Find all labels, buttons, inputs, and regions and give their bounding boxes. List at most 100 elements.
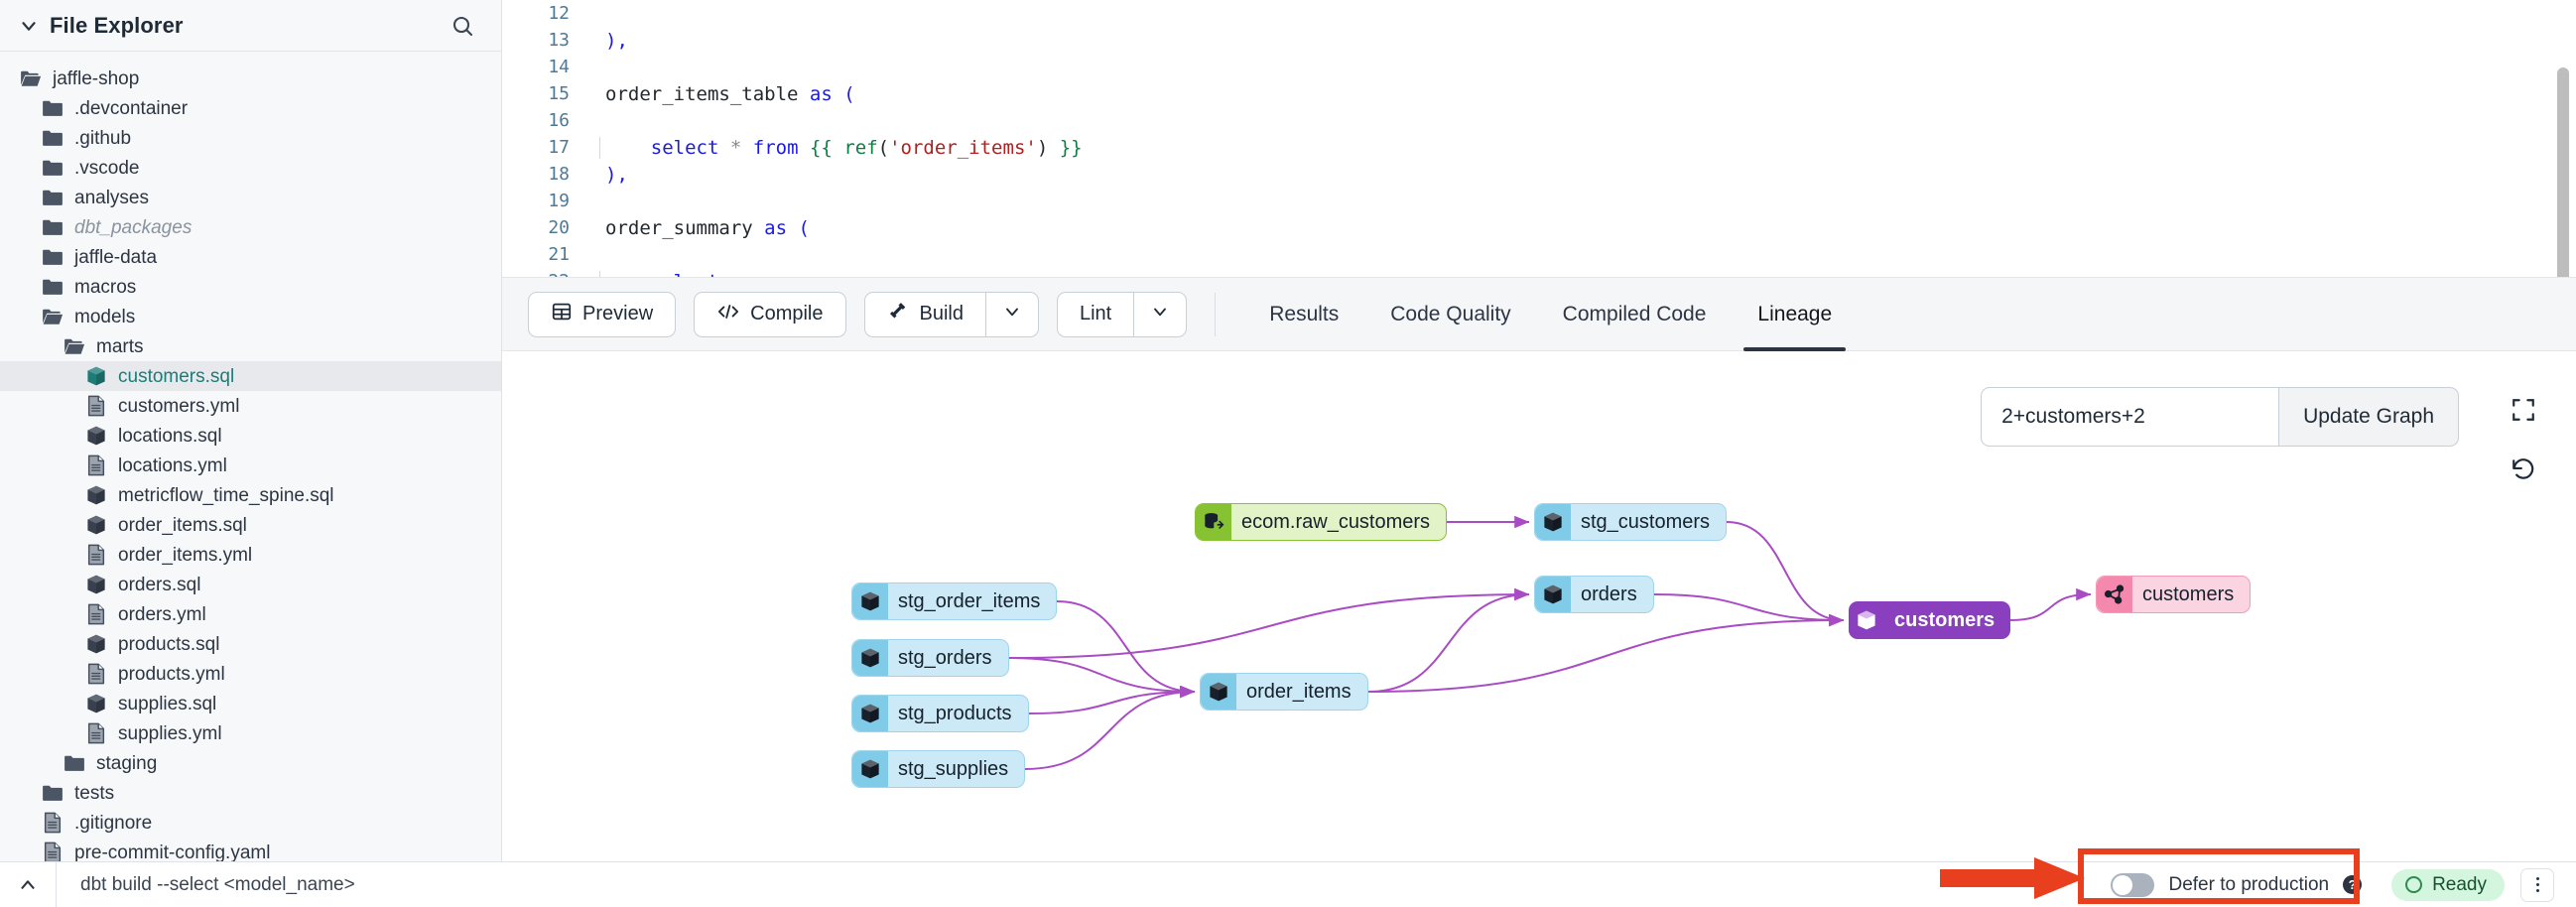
folder-icon	[40, 782, 65, 804]
tab-code-quality[interactable]: Code Quality	[1364, 278, 1536, 351]
search-icon[interactable]	[446, 9, 479, 43]
tree-item-jaffle-data[interactable]: jaffle-data	[0, 242, 501, 272]
hammer-icon	[887, 300, 910, 328]
code-line-text[interactable]: ),	[605, 163, 628, 186]
tree-item-label: supplies.yml	[118, 722, 222, 744]
lineage-node-customers[interactable]: customers	[1849, 601, 2011, 639]
tree-item--github[interactable]: .github	[0, 123, 501, 153]
code-line-text[interactable]: select * from {{ ref('order_items') }}	[591, 136, 1083, 159]
tree-item-marts[interactable]: marts	[0, 331, 501, 361]
tree-item-order-items-sql[interactable]: order_items.sql	[0, 510, 501, 540]
editor-scrollbar[interactable]	[2556, 58, 2570, 277]
code-line-text[interactable]: order_summary as (	[605, 216, 810, 239]
tree-item-pre-commit-config-yaml[interactable]: pre-commit-config.yaml	[0, 838, 501, 861]
tree-item-label: orders.yml	[118, 603, 206, 625]
tree-item-supplies-yml[interactable]: supplies.yml	[0, 718, 501, 748]
code-line-text[interactable]: select	[591, 270, 718, 277]
code-line: 13),	[502, 27, 2576, 54]
folder-icon	[40, 246, 65, 268]
tree-item-supplies-sql[interactable]: supplies.sql	[0, 689, 501, 718]
defer-toggle-switch[interactable]	[2111, 872, 2155, 897]
file-explorer-header: File Explorer	[0, 0, 501, 52]
lineage-node-stg-order-items[interactable]: stg_order_items	[851, 583, 1058, 620]
tree-item-dbt-packages[interactable]: dbt_packages	[0, 212, 501, 242]
tree-item-models[interactable]: models	[0, 302, 501, 331]
tree-item-label: customers.yml	[118, 395, 240, 417]
line-number: 17	[548, 137, 570, 158]
tab-lineage[interactable]: Lineage	[1732, 278, 1858, 351]
tab-compiled-code[interactable]: Compiled Code	[1537, 278, 1733, 351]
tree-item-macros[interactable]: macros	[0, 272, 501, 302]
tree-item-locations-yml[interactable]: locations.yml	[0, 451, 501, 480]
lineage-node-label: ecom.raw_customers	[1241, 511, 1431, 533]
tree-item-jaffle-shop[interactable]: jaffle-shop	[0, 64, 501, 93]
lineage-node-ecom-raw-customers[interactable]: ecom.raw_customers	[1195, 503, 1448, 541]
graph-selector-input[interactable]	[1981, 387, 2279, 447]
code-line-text[interactable]: ),	[605, 29, 628, 52]
line-number: 21	[548, 244, 570, 265]
tree-item-analyses[interactable]: analyses	[0, 183, 501, 212]
help-circle-icon[interactable]: ?	[2343, 875, 2363, 894]
preview-button[interactable]: Preview	[528, 291, 677, 337]
lineage-node-customers-exposure[interactable]: customers	[2096, 576, 2252, 613]
tree-item-label: products.yml	[118, 663, 225, 685]
tree-item--vscode[interactable]: .vscode	[0, 153, 501, 183]
tree-item-orders-yml[interactable]: orders.yml	[0, 599, 501, 629]
line-number: 19	[548, 191, 570, 211]
line-number: 14	[548, 57, 570, 77]
lint-dropdown-button[interactable]	[1133, 291, 1188, 337]
tree-item-label: metricflow_time_spine.sql	[118, 484, 334, 506]
tree-item-label: jaffle-data	[74, 246, 158, 268]
editor-toolbar: Preview Compile Build	[502, 278, 2576, 351]
build-dropdown-button[interactable]	[984, 291, 1039, 337]
expand-icon[interactable]	[2501, 387, 2546, 433]
lineage-node-stg-supplies[interactable]: stg_supplies	[851, 750, 1026, 788]
main-area: File Explorer jaffle-shop .devcontainer .g…	[0, 0, 2576, 861]
more-vertical-icon[interactable]	[2520, 867, 2554, 902]
lineage-node-orders[interactable]: orders	[1534, 576, 1654, 613]
tree-item-tests[interactable]: tests	[0, 778, 501, 808]
lineage-node-stg-orders[interactable]: stg_orders	[851, 639, 1009, 677]
tree-item-order-items-yml[interactable]: order_items.yml	[0, 540, 501, 570]
tree-item-products-yml[interactable]: products.yml	[0, 659, 501, 689]
compile-button[interactable]: Compile	[694, 291, 846, 337]
undo-icon[interactable]	[2501, 447, 2546, 492]
cube-icon	[1849, 601, 1884, 639]
tree-item-customers-sql[interactable]: customers.sql	[0, 361, 501, 391]
build-button[interactable]: Build	[863, 291, 985, 337]
lint-button[interactable]: Lint	[1056, 291, 1134, 337]
line-number: 12	[548, 3, 570, 24]
compile-button-label: Compile	[750, 303, 824, 324]
tree-item--devcontainer[interactable]: .devcontainer	[0, 93, 501, 123]
tree-item-customers-yml[interactable]: customers.yml	[0, 391, 501, 421]
tree-item-label: .devcontainer	[74, 97, 189, 119]
lineage-node-stg-products[interactable]: stg_products	[851, 695, 1029, 732]
tree-item-metricflow-time-spine-sql[interactable]: metricflow_time_spine.sql	[0, 480, 501, 510]
tree-item--gitignore[interactable]: .gitignore	[0, 808, 501, 838]
tree-item-products-sql[interactable]: products.sql	[0, 629, 501, 659]
chevron-down-icon[interactable]	[16, 13, 42, 39]
lineage-node-stg-customers[interactable]: stg_customers	[1534, 503, 1728, 541]
tree-item-staging[interactable]: staging	[0, 748, 501, 778]
chevron-up-icon[interactable]	[0, 874, 56, 896]
tree-item-label: locations.yml	[118, 454, 227, 476]
lineage-graph-panel[interactable]: Update Graph ecom.raw_customers stg_custo…	[502, 351, 2576, 861]
tree-item-orders-sql[interactable]: orders.sql	[0, 570, 501, 599]
cube-icon	[852, 751, 888, 787]
file-icon	[83, 603, 109, 625]
lineage-node-order-items[interactable]: order_items	[1200, 673, 1368, 711]
cube-icon	[852, 583, 888, 619]
code-line-text[interactable]: order_items_table as (	[605, 82, 855, 105]
tab-results[interactable]: Results	[1243, 278, 1364, 351]
cube-icon	[852, 640, 888, 676]
editor-scrollbar-thumb[interactable]	[2557, 67, 2569, 277]
file-icon	[83, 544, 109, 566]
update-graph-button[interactable]: Update Graph	[2278, 387, 2459, 447]
folder-icon	[62, 335, 87, 357]
defer-to-production-toggle[interactable]: Defer to production ?	[2097, 869, 2376, 901]
tree-item-locations-sql[interactable]: locations.sql	[0, 421, 501, 451]
